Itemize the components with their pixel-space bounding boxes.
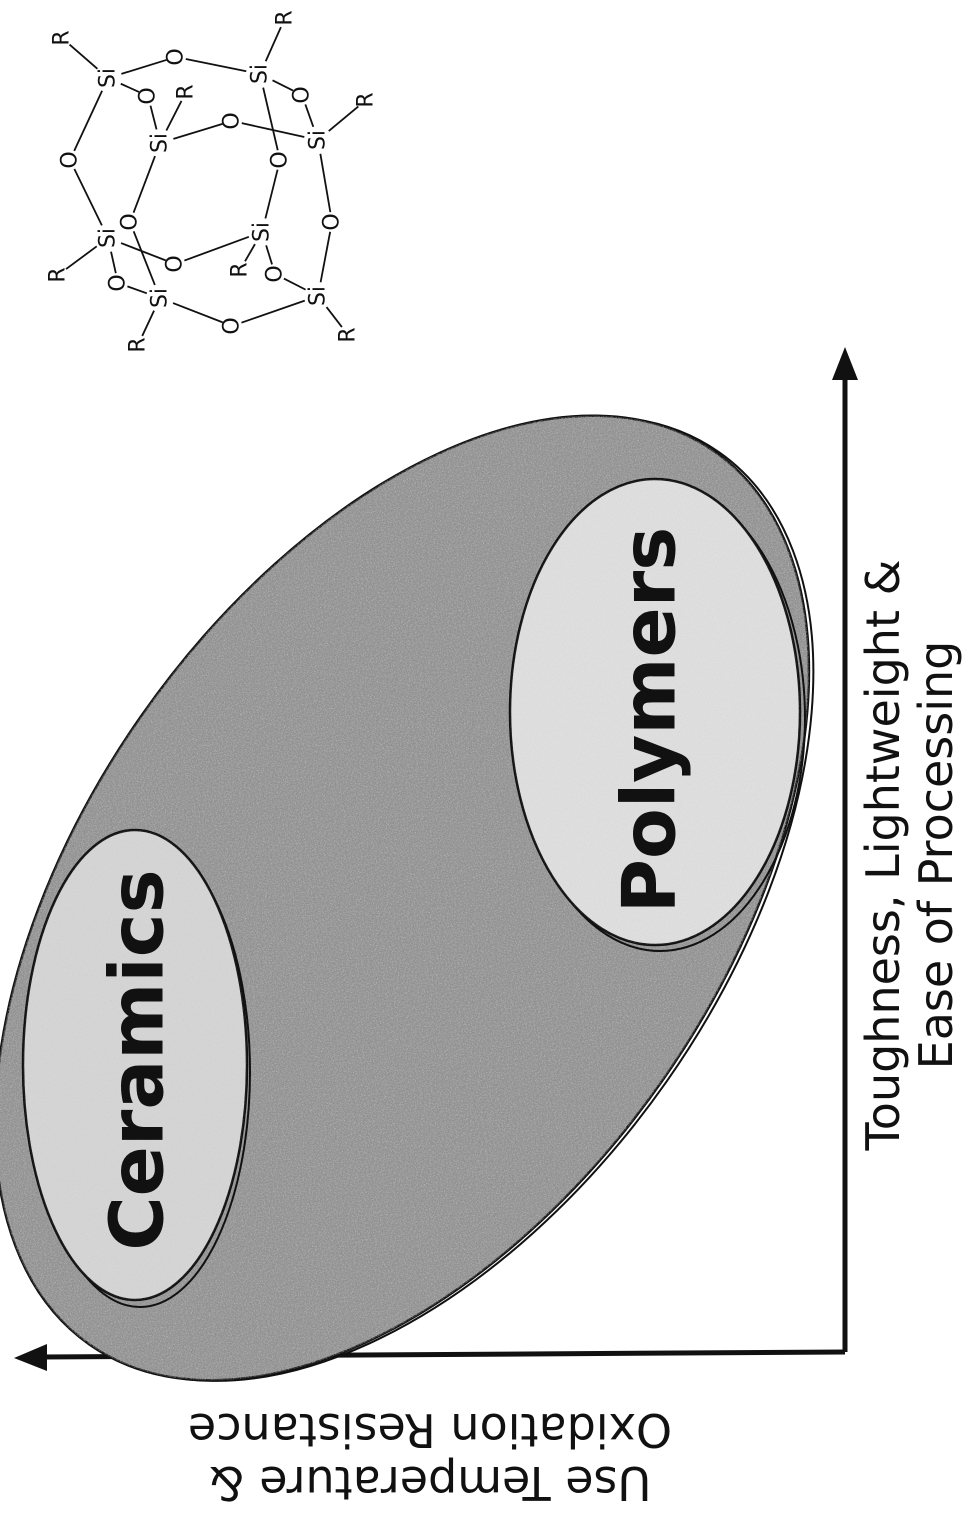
si-r-bond — [141, 310, 155, 337]
si-o-bond — [149, 105, 158, 130]
oxygen-atom-label: O — [164, 48, 189, 65]
si-r-bond — [68, 43, 99, 70]
x-axis-label-line-2: Ease of Processing — [909, 640, 963, 1070]
silicon-atom-label: Si — [306, 130, 331, 150]
silicon-atom-label: Si — [250, 222, 275, 242]
oxygen-atom-label: O — [290, 86, 315, 103]
oxygen-atom-label: O — [163, 255, 188, 272]
si-r-bond — [328, 105, 359, 132]
si-o-bond — [265, 245, 273, 265]
ceramics-region — [21, 828, 251, 1308]
silicon-atom-label: Si — [148, 288, 173, 308]
polymers-region-texture — [510, 479, 800, 945]
si-o-bond — [73, 168, 103, 226]
si-r-bond — [65, 245, 98, 270]
si-o-bond — [185, 58, 247, 73]
si-r-bond — [165, 100, 183, 131]
ceramics-region-texture — [23, 830, 247, 1300]
si-o-bond — [127, 285, 148, 295]
oxygen-atom-label: O — [220, 112, 245, 129]
si-o-bond — [264, 169, 279, 219]
si-o-bond — [120, 82, 140, 93]
y-axis-label-line-2: Oxidation Resistance — [187, 1403, 673, 1457]
oxygen-atom-label: O — [220, 317, 245, 334]
si-o-bond — [262, 87, 279, 151]
si-o-bond — [241, 299, 306, 324]
si-o-bond — [73, 90, 103, 152]
si-o-bond — [132, 155, 156, 213]
oxygen-atom-label: O — [268, 151, 293, 168]
si-r-bond — [264, 26, 282, 62]
substituent-r-label: R — [354, 92, 379, 107]
x-axis-arrowhead — [14, 1344, 47, 1371]
substituent-r-label: R — [46, 267, 71, 282]
substituent-r-label: R — [126, 337, 151, 352]
oxygen-atom-label: O — [263, 265, 288, 282]
si-o-bond — [172, 302, 224, 324]
substituent-r-label: R — [273, 10, 298, 25]
si-o-bond — [173, 123, 223, 140]
oxygen-atom-label: O — [136, 87, 161, 104]
silicon-atom-label: Si — [248, 64, 273, 84]
silicon-atom-label: Si — [96, 228, 121, 248]
y-axis-label-line-1: Use Temperature & — [208, 1455, 652, 1510]
si-o-bond — [304, 104, 315, 128]
si-r-bond — [244, 243, 256, 262]
oxygen-atom-label: O — [320, 213, 345, 230]
si-o-bond — [272, 79, 294, 92]
substituent-r-label: R — [174, 84, 199, 99]
y-axis-label: Use Temperature & Oxidation Resistance — [187, 1403, 673, 1510]
si-o-bond — [110, 251, 117, 274]
si-r-bond — [325, 306, 343, 328]
ceramics-label: Ceramics — [94, 869, 181, 1251]
oxygen-atom-label: O — [118, 213, 143, 230]
si-o-bond — [319, 153, 332, 213]
si-o-bond — [184, 235, 250, 262]
silicon-atom-label: Si — [96, 68, 121, 88]
oxygen-atom-label: O — [58, 151, 83, 168]
substituent-r-label: R — [336, 327, 361, 342]
polymers-label: Polymers — [606, 526, 693, 914]
si-o-bond — [283, 277, 306, 291]
substituent-r-label: R — [228, 262, 253, 277]
si-o-bond — [120, 242, 167, 262]
silicon-atom-label: Si — [148, 133, 173, 153]
si-o-bond — [121, 59, 167, 75]
polymers-region — [508, 477, 806, 952]
y-axis-arrowhead — [832, 347, 858, 380]
oxygen-atom-label: O — [106, 274, 131, 291]
si-o-bond — [132, 230, 156, 286]
substituent-r-label: R — [50, 30, 75, 45]
si-o-bond — [319, 231, 332, 283]
x-axis-label-line-1: Toughness, Lightweight & — [856, 559, 911, 1151]
x-axis-label: Toughness, Lightweight & Ease of Process… — [856, 559, 963, 1151]
silicon-atom-label: Si — [306, 286, 331, 306]
